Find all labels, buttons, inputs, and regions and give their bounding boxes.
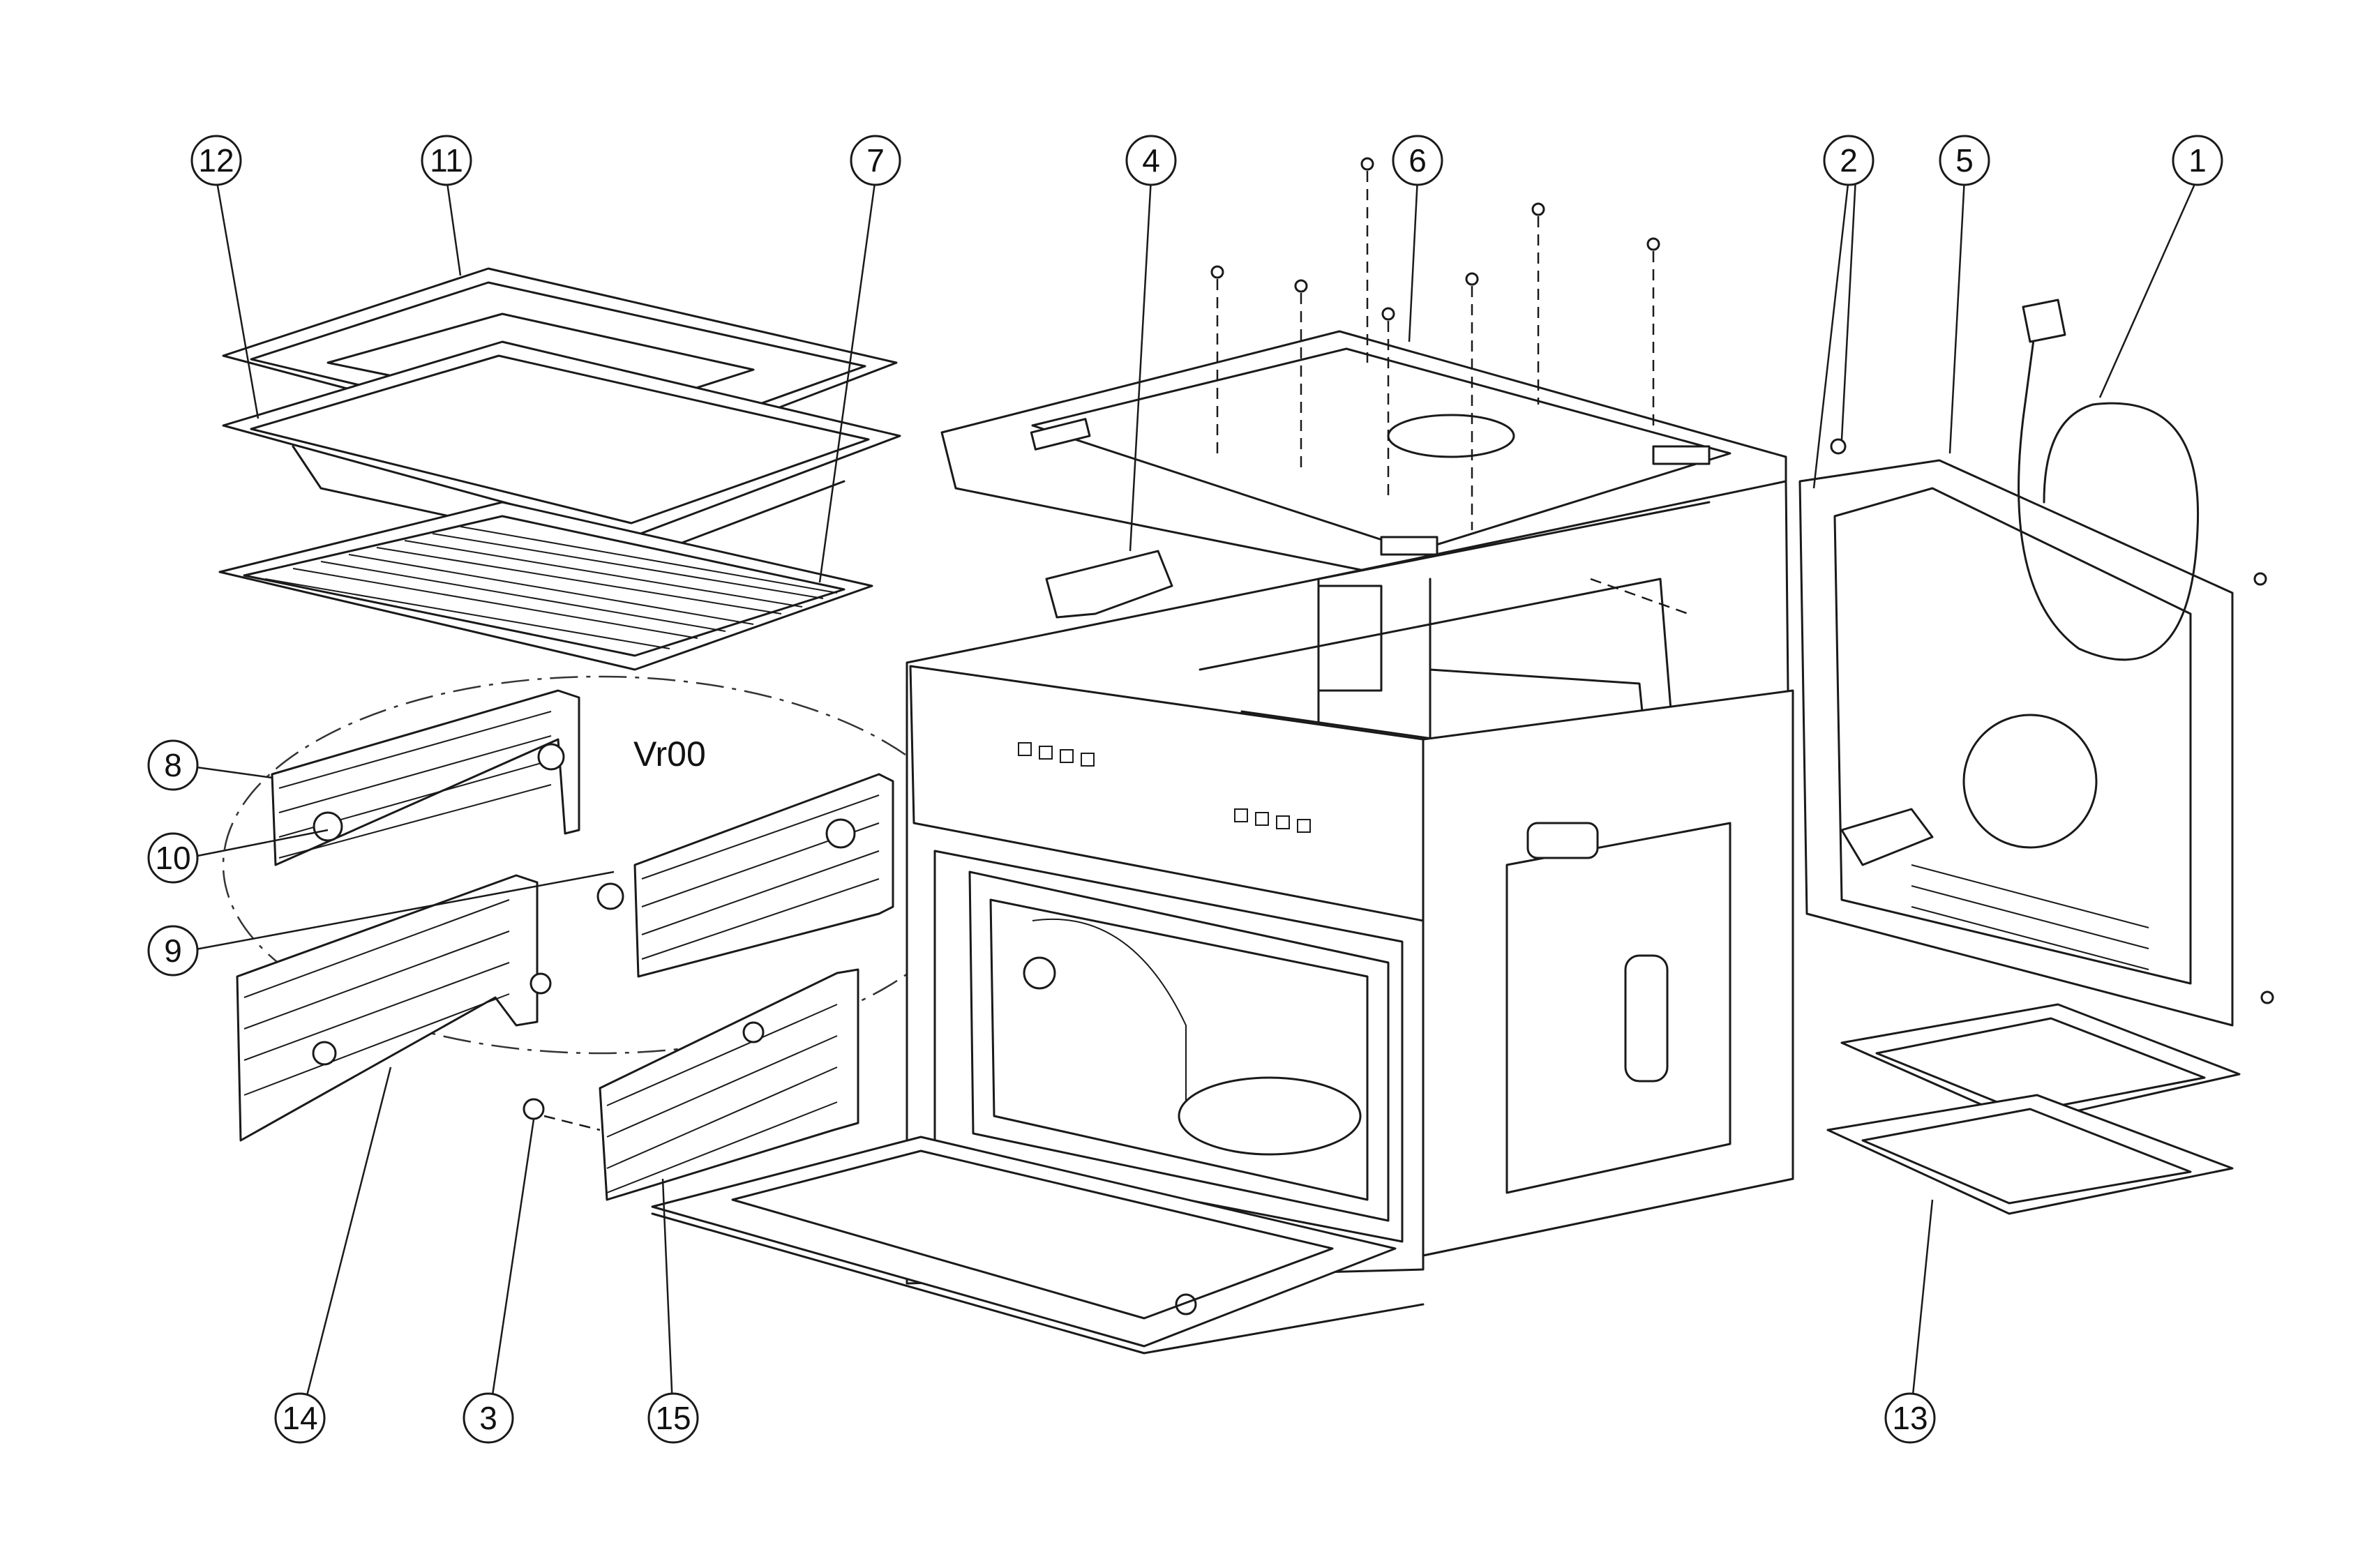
svg-text:2: 2	[1840, 142, 1858, 179]
svg-text:12: 12	[198, 142, 234, 179]
oven-door	[651, 1136, 1425, 1355]
side-runner-right-upper	[596, 773, 894, 978]
svg-text:7: 7	[866, 142, 885, 179]
power-cable	[2018, 299, 2200, 661]
callout-5: 5	[1939, 135, 1990, 186]
callout-12: 12	[190, 135, 242, 186]
side-runner-right-lower	[599, 968, 859, 1201]
deep-tray	[222, 340, 901, 559]
callout-leaders	[181, 177, 2199, 1424]
svg-text:4: 4	[1142, 142, 1160, 179]
callout-4: 4	[1125, 135, 1177, 186]
svg-text:9: 9	[164, 933, 182, 969]
svg-text:11: 11	[430, 142, 463, 179]
callout-9: 9	[147, 925, 199, 977]
top-screws	[1210, 157, 2274, 1004]
callout-8: 8	[147, 739, 199, 791]
callout-6: 6	[1392, 135, 1443, 186]
svg-text:10: 10	[155, 840, 190, 876]
side-runner-left-upper	[271, 689, 580, 866]
callout-13: 13	[1884, 1392, 1936, 1444]
rear-panel	[1798, 459, 2234, 1027]
wire-rack	[218, 501, 873, 671]
callout-11: 11	[421, 135, 472, 186]
screw	[523, 1098, 601, 1131]
callout-1: 1	[2172, 135, 2223, 186]
callout-2: 2	[1823, 135, 1875, 186]
svg-text:1: 1	[2188, 142, 2207, 179]
callout-10: 10	[147, 832, 199, 884]
callout-3: 3	[463, 1392, 514, 1444]
side-runner-left-lower	[236, 874, 552, 1142]
oven-body	[906, 330, 1794, 1285]
handle	[1045, 550, 1173, 619]
svg-text:6: 6	[1408, 142, 1427, 179]
svg-text:14: 14	[282, 1400, 317, 1436]
svg-text:13: 13	[1892, 1400, 1928, 1436]
callout-15: 15	[647, 1392, 699, 1444]
svg-text:15: 15	[655, 1400, 691, 1436]
steam-pans	[1826, 1003, 2241, 1215]
variant-label: Vr00	[633, 734, 706, 774]
svg-text:5: 5	[1955, 142, 1974, 179]
svg-text:3: 3	[479, 1400, 497, 1436]
callout-14: 14	[274, 1392, 326, 1444]
svg-text:8: 8	[164, 747, 182, 783]
callout-7: 7	[850, 135, 901, 186]
